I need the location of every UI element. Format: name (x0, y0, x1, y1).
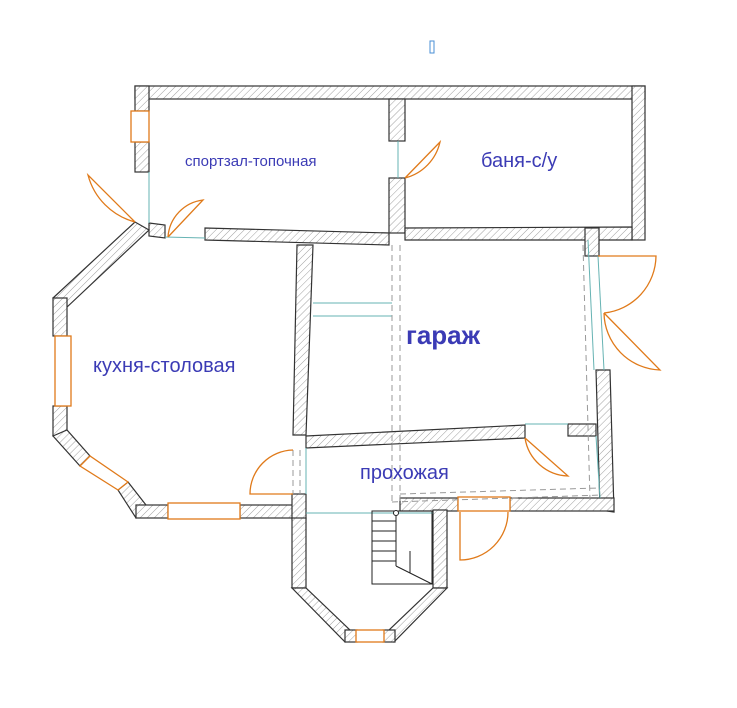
cursor-mark (429, 40, 435, 54)
room-label-gym: спортзал-топочная (185, 153, 317, 170)
room-label-garage: гараж (406, 320, 481, 350)
doors (86, 139, 662, 561)
top-block-walls (134, 85, 646, 246)
kitchen-walls (51, 221, 314, 520)
stairs (371, 510, 433, 585)
thin-lines (148, 141, 605, 514)
room-label-bath: баня-с/у (481, 150, 557, 172)
room-label-kitchen: кухня-столовая (93, 355, 236, 377)
room-label-hall: прохожая (360, 462, 449, 484)
dashed-lines (292, 244, 603, 503)
garage-walls (291, 227, 615, 520)
stair-bay-walls (290, 509, 449, 643)
windows (54, 110, 511, 643)
